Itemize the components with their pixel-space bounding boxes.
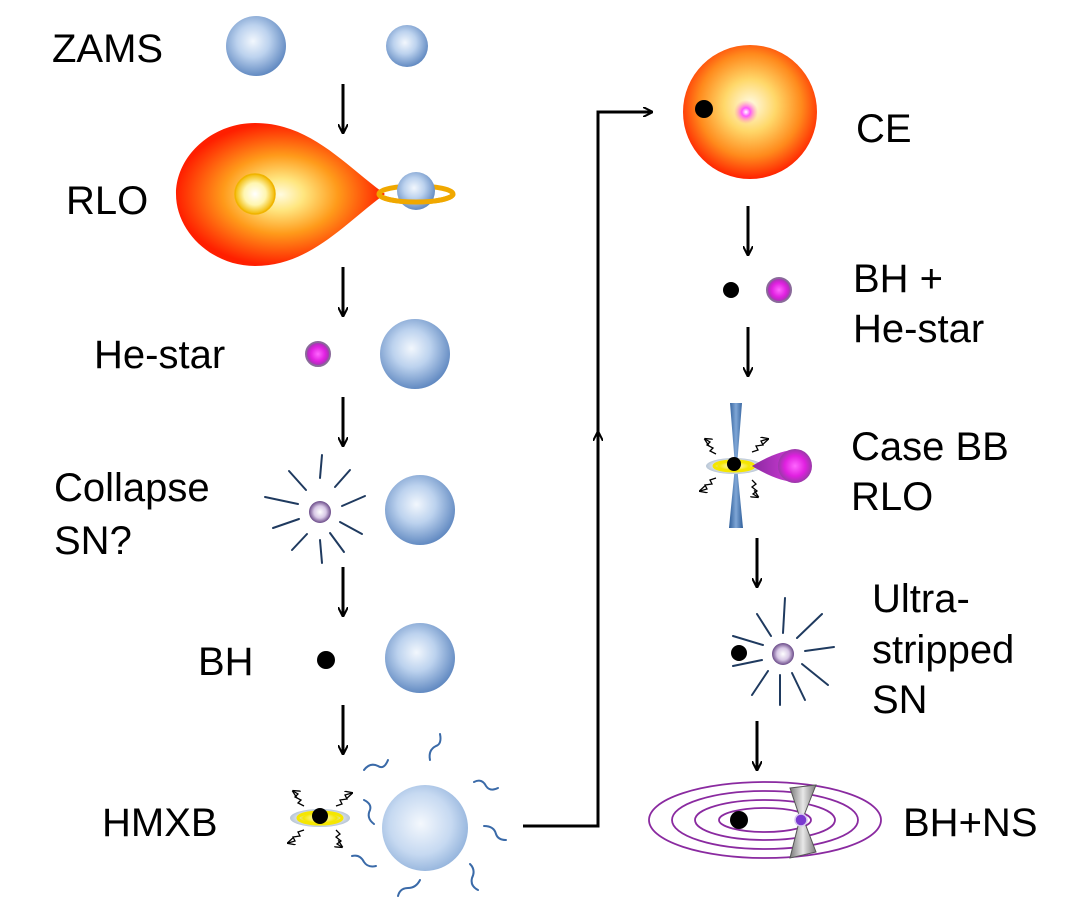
companion-star-collapse-stage <box>385 475 455 545</box>
label-ce: CE <box>856 107 912 151</box>
collapse-remnant-icon <box>309 501 331 523</box>
label-bh-plus: BH + <box>853 257 943 301</box>
label-case-bb: Case BB <box>851 425 1009 469</box>
case-bb-black-hole-icon <box>727 457 741 471</box>
zams-secondary-star <box>386 25 428 67</box>
label-ultra: Ultra- <box>872 577 970 621</box>
label-bh: BH <box>198 640 254 684</box>
bh-he-black-hole-icon <box>723 282 739 298</box>
label-rlo-right: RLO <box>851 475 933 519</box>
case-bb-xray-emission-icon <box>700 439 768 497</box>
arrow-connector-top <box>596 112 652 432</box>
zams-primary-star <box>226 16 286 76</box>
rlo-donor-core <box>234 173 276 215</box>
label-zams: ZAMS <box>52 27 163 71</box>
label-stripped: stripped <box>872 628 1014 672</box>
arrow-hmxb-to-ce <box>523 432 598 828</box>
ultra-sn-remnant-icon <box>772 643 794 665</box>
label-collapse: Collapse <box>54 466 210 510</box>
collapse-sn-rays-icon <box>264 454 366 564</box>
rlo-disk-front <box>376 193 456 205</box>
ultra-sn-black-hole-icon <box>731 645 747 661</box>
hmxb-black-hole-icon <box>312 808 328 824</box>
case-bb-he-donor <box>778 449 812 483</box>
rlo-donor-star <box>176 123 385 266</box>
label-rlo: RLO <box>66 179 148 223</box>
ce-black-hole-icon <box>695 100 713 118</box>
companion-star-he-stage <box>380 319 450 389</box>
companion-star-bh-stage <box>385 623 455 693</box>
gravitational-wave-orbits-icon <box>648 781 882 859</box>
hmxb-xray-emission-icon <box>288 791 352 847</box>
label-bh-ns: BH+NS <box>903 801 1038 845</box>
bh-ns-neutron-star-icon <box>794 813 808 827</box>
he-star-icon <box>305 341 331 367</box>
bh-he-he-star-icon <box>766 277 792 303</box>
label-hmxb: HMXB <box>102 801 218 845</box>
label-he-star-right: He-star <box>853 307 984 351</box>
ultra-sn-rays-icon <box>732 597 835 706</box>
stellar-wind-icon <box>351 733 507 897</box>
bh-ns-black-hole-icon <box>730 811 748 829</box>
label-sn-right: SN <box>872 678 928 722</box>
ce-he-core-icon <box>734 100 758 124</box>
label-he-star: He-star <box>94 333 225 377</box>
black-hole-icon <box>317 651 335 669</box>
label-sn-question: SN? <box>54 519 132 563</box>
hmxb-companion-star <box>382 785 468 871</box>
